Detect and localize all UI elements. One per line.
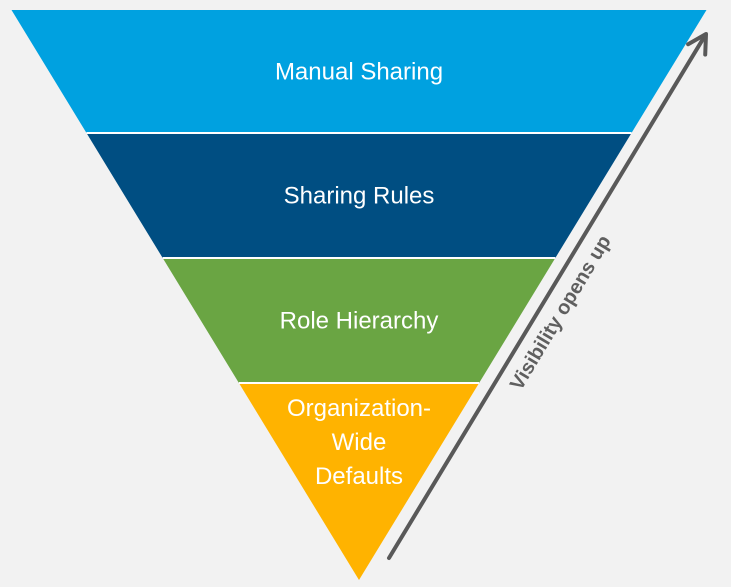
layer-org-wide-defaults xyxy=(238,383,480,580)
layer-role-hierarchy xyxy=(162,258,556,383)
layer-separators xyxy=(86,132,632,384)
pyramid-layers xyxy=(11,10,707,580)
layer-label-org-wide-defaults: Wide xyxy=(332,429,387,456)
arrow-shaft xyxy=(387,34,707,560)
layer-manual-sharing xyxy=(11,10,707,133)
layer-sharing-rules xyxy=(86,133,632,258)
layer-label-org-wide-defaults: Organization- xyxy=(287,395,431,422)
layer-label-org-wide-defaults: Defaults xyxy=(315,463,403,490)
layer-label-role-hierarchy: Role Hierarchy xyxy=(280,308,439,335)
layer-label-sharing-rules: Sharing Rules xyxy=(284,183,435,210)
arrow-head-icon xyxy=(686,32,708,57)
layer-label-manual-sharing: Manual Sharing xyxy=(275,59,443,86)
